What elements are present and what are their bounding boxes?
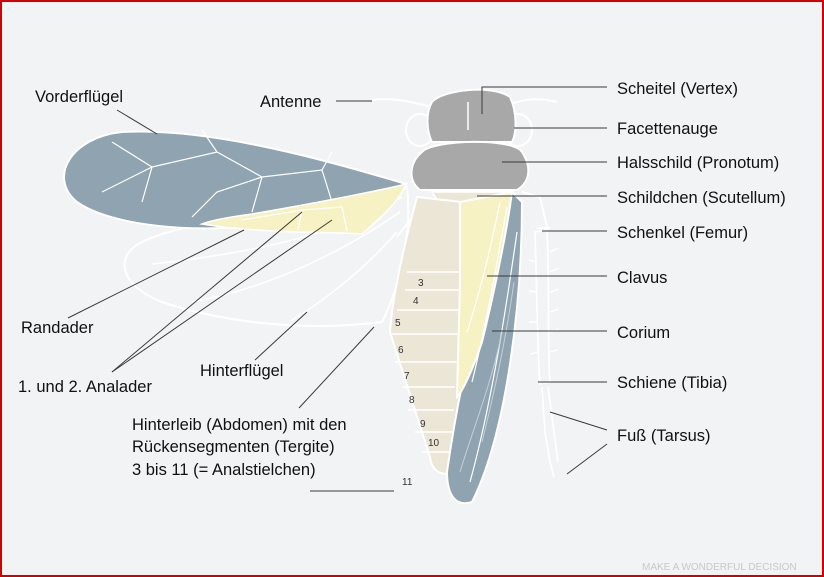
leg-right-tarsus (541, 386, 559, 478)
label-halsschild: Halsschild (Pronotum) (617, 154, 779, 172)
forewing-veins (101, 129, 383, 218)
label-vorderfluegel: Vorderflügel (35, 88, 123, 106)
label-scheitel: Scheitel (Vertex) (617, 80, 738, 98)
clavus-veins (241, 206, 348, 232)
label-hinterleib-line1: Hinterleib (Abdomen) mit den (132, 416, 347, 434)
label-clavus: Clavus (617, 269, 667, 287)
segment-number: 4 (413, 296, 419, 307)
label-hinterfluegel: Hinterflügel (200, 362, 283, 380)
label-analader: 1. und 2. Analader (18, 378, 152, 396)
segment-number: 3 (418, 278, 424, 289)
label-schiene: Schiene (Tibia) (617, 374, 727, 392)
vertex (426, 88, 517, 143)
leader-lines (67, 86, 608, 492)
label-hinterleib-line2: Rückensegmenten (Tergite) (132, 438, 335, 456)
forewing-right-clavus (455, 190, 514, 400)
pronotum (410, 140, 530, 191)
label-antenne: Antenne (260, 93, 321, 111)
corium-veins (459, 281, 515, 473)
leg-right-femur (521, 191, 550, 229)
watermark: MAKE A WONDERFUL DECISION (642, 562, 797, 573)
label-fuss: Fuß (Tarsus) (617, 427, 711, 445)
label-hinterleib-line3: 3 bis 11 (= Analstielchen) (132, 461, 316, 479)
segment-number: 11 (402, 477, 413, 488)
forewing-right-veins (466, 201, 518, 483)
antenna-left (371, 98, 433, 108)
segment-number: 10 (428, 438, 440, 449)
segment-number: 9 (420, 419, 426, 430)
label-corium: Corium (617, 324, 670, 342)
segment-number: 5 (395, 318, 401, 329)
forewing-left-clavus (199, 182, 408, 235)
leg-right-tibia (534, 229, 551, 385)
label-randader: Randader (21, 319, 94, 337)
segment-number: 8 (409, 395, 415, 406)
segment-number: 7 (404, 371, 410, 382)
segment-number: 6 (398, 345, 404, 356)
label-schildchen: Schildchen (Scutellum) (617, 189, 786, 207)
label-facettenauge: Facettenauge (617, 120, 718, 138)
abdomen-segments (390, 271, 462, 453)
label-schenkel: Schenkel (Femur) (617, 224, 748, 242)
